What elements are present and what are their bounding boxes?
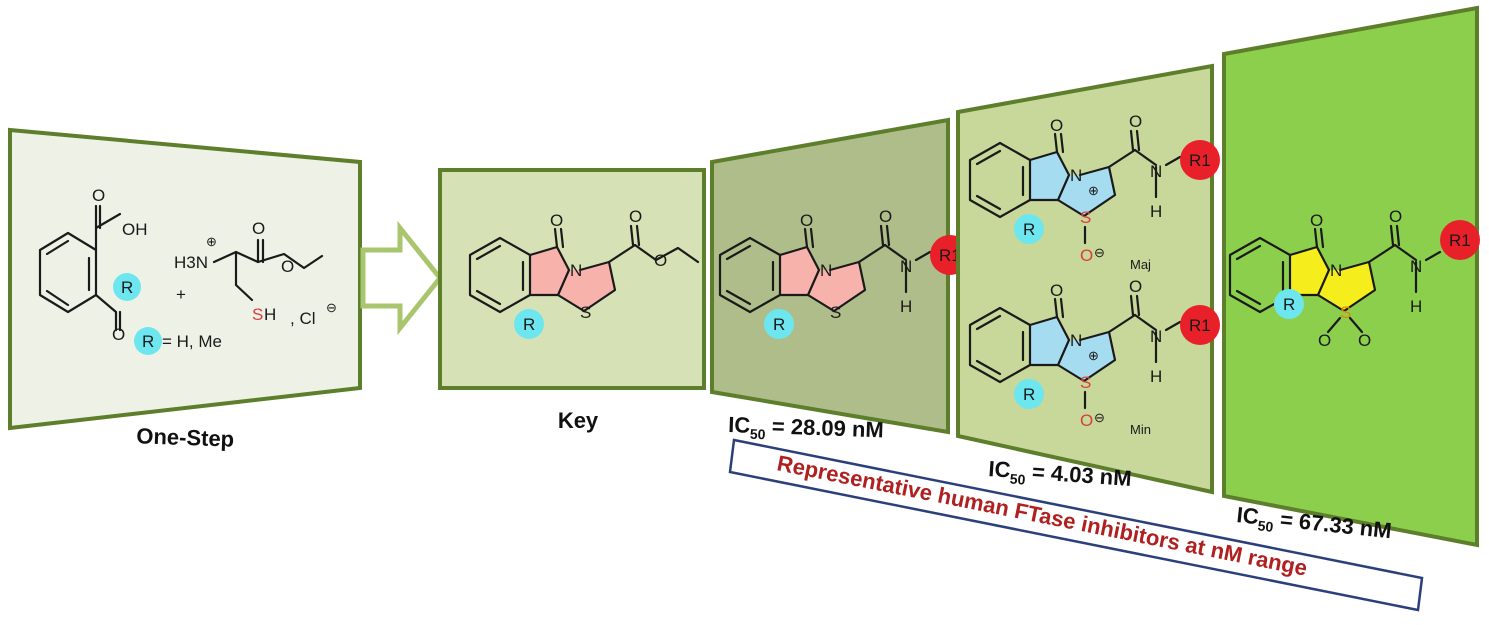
ammonium-charge: ⊕ [206,234,217,249]
chloride-charge: ⊖ [326,300,337,315]
r-legend-circle [134,327,162,355]
min-r: R [1023,385,1035,404]
key-n: N [570,261,582,280]
thz-amide-n: N [900,257,912,276]
min-o-charge: ⊖ [1094,410,1105,425]
carbonyl-o: O [92,186,105,205]
maj-s-charge: ⊕ [1088,183,1099,198]
min-amide-o: O [1129,277,1142,296]
thz-r: R [773,315,785,334]
maj-r1: R1 [1189,151,1211,170]
min-lactam-o: O [1050,281,1063,300]
maj-amide-o: O [1129,112,1142,131]
reaction-arrow [360,220,444,336]
thz-lactam-o: O [800,211,813,230]
key-intermediate: O O O N S R [468,207,700,339]
ester-o: O [281,257,294,276]
sulfone-o1: O [1318,331,1331,350]
sulfoxide-major: O O N S ⊕ O ⊖ N H R1 R Maj [968,112,1220,272]
starting-materials: O O OH R + H3N ⊕ O O S H , Cl ⊖ R = H, M… [38,186,337,355]
sulfone-structure: O O N S O O N H R1 R [1228,207,1480,350]
thz-n: N [820,261,832,280]
sulfone-n: N [1330,261,1342,280]
min-r-circle [1014,379,1044,409]
min-r1-circle [1180,305,1220,345]
sulfone-amide-o: O [1389,207,1402,226]
maj-r-circle [1014,214,1044,244]
chloride-label: , Cl [290,309,316,328]
thiol-s: S [252,305,263,324]
thiol-h: H [264,305,276,324]
min-amide-n: N [1150,327,1162,346]
min-r1: R1 [1189,316,1211,335]
min-s: S [1080,373,1091,392]
min-o: O [1080,411,1093,430]
r-substituent-circle [113,273,141,301]
ketone-o: O [112,325,125,344]
key-panel [438,168,706,390]
min-s-charge: ⊕ [1088,348,1099,363]
r-definition: = H, Me [162,332,222,351]
min-n: N [1070,331,1082,350]
thz-r-circle [764,309,794,339]
key-ester-co: O [629,207,642,226]
maj-o-charge: ⊖ [1094,245,1105,260]
maj-r: R [1023,220,1035,239]
sulfone-r1-circle [1440,220,1480,260]
maj-amide-h: H [1150,202,1162,221]
maj-n: N [1070,166,1082,185]
key-lactam-o: O [550,211,563,230]
amine-label: H3N [174,253,208,272]
sulfone-o2: O [1358,331,1371,350]
major-label: Maj [1130,257,1151,272]
key-s: S [580,303,591,322]
thz-amide-o: O [879,207,892,226]
hydroxyl-label: OH [122,220,148,239]
sulfone-r1: R1 [1449,231,1471,250]
thz-ic50: IC50 = 28.09 nM [728,412,885,446]
sulfone-lactam-o: O [1310,211,1323,230]
r-legend-symbol: R [142,332,154,351]
sulfone-s: S [1340,303,1351,322]
sulfone-r: R [1283,295,1295,314]
one-step-panel [8,127,362,431]
thz-s: S [830,303,841,322]
maj-r1-circle [1180,140,1220,180]
maj-o: O [1080,246,1093,265]
maj-amide-n: N [1150,162,1162,181]
sulfoxide-minor: O O N S ⊕ O ⊖ N H R1 R Min [968,277,1220,437]
maj-s: S [1080,208,1091,227]
thz-amide-h: H [900,297,912,316]
key-r: R [523,315,535,334]
thz-r1: R1 [939,246,961,265]
min-amide-h: H [1150,367,1162,386]
maj-lactam-o: O [1050,116,1063,135]
ftase-banner [728,438,1424,612]
sulfone-amide-n: N [1410,257,1422,276]
sulfone-amide-h: H [1410,297,1422,316]
minor-label: Min [1130,422,1151,437]
one-step-caption: One-Step [136,423,235,451]
plus-sign: + [176,285,186,304]
key-caption: Key [558,408,599,433]
key-r-circle [514,309,544,339]
ester-carbonyl-o: O [252,219,265,238]
sulfone-r-circle [1274,289,1304,319]
key-ester-o: O [654,251,667,270]
r-substituent-label: R [121,278,133,297]
